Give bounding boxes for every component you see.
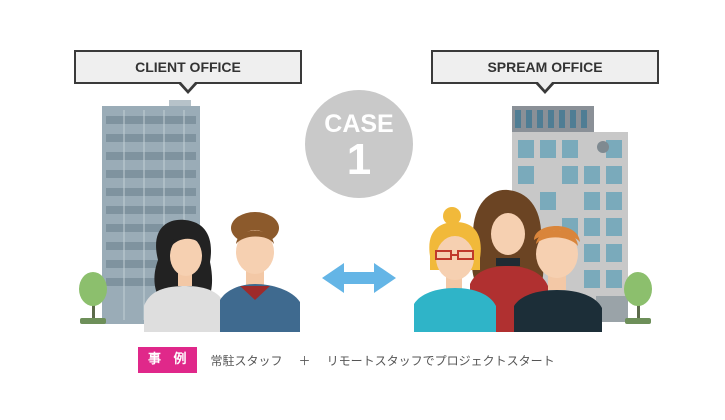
client-office-bubble: CLIENT OFFICE	[74, 50, 302, 94]
spream-office-label: SPREAM OFFICE	[487, 59, 603, 75]
tree-icon	[79, 272, 107, 324]
client-building-icon	[102, 100, 200, 324]
spream-office-bubble: SPREAM OFFICE	[431, 50, 659, 94]
example-badge: 事 例	[138, 347, 197, 373]
person-icon	[514, 226, 602, 332]
case-circle: CASE 1	[305, 90, 413, 198]
caption-part1: 常駐スタッフ	[210, 353, 283, 368]
caption-text: 常駐スタッフ ＋ リモートスタッフでプロジェクトスタート	[211, 352, 555, 369]
tree-icon	[624, 272, 652, 324]
case-number: 1	[346, 135, 372, 184]
case-word: CASE	[324, 110, 394, 138]
caption: 事 例 常駐スタッフ ＋ リモートスタッフでプロジェクトスタート	[138, 347, 555, 373]
caption-plus: ＋	[298, 353, 311, 368]
person-icon	[144, 219, 226, 332]
client-office-label: CLIENT OFFICE	[135, 59, 241, 75]
double-arrow-icon	[322, 263, 396, 293]
person-icon	[414, 207, 496, 332]
person-icon	[220, 212, 300, 332]
caption-part2: リモートスタッフでプロジェクトスタート	[326, 353, 555, 368]
